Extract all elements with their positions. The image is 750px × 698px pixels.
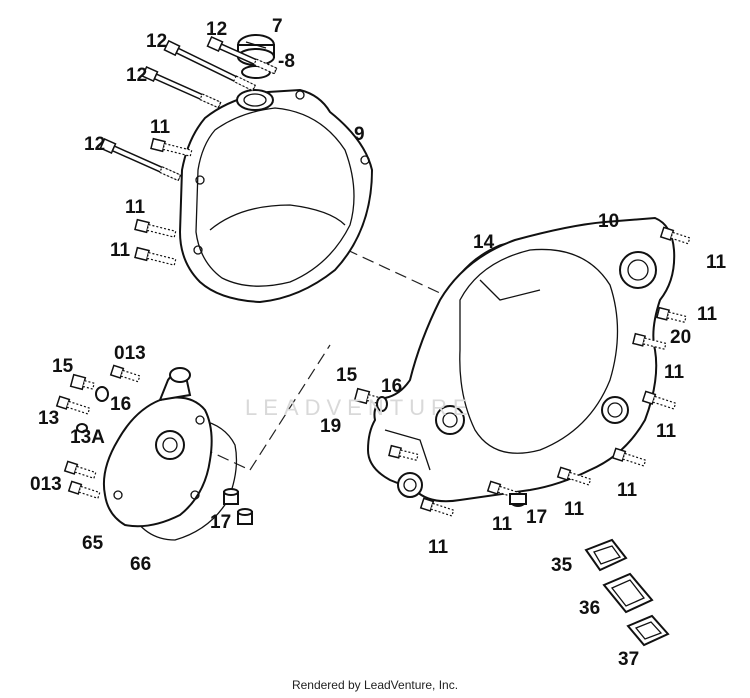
part-label: 36 — [579, 598, 600, 619]
part-label: 11 — [697, 304, 718, 325]
part-label: 15 — [52, 356, 74, 377]
bolts-12 — [99, 36, 278, 182]
part-label: 13A — [70, 427, 105, 448]
part-label: 11 — [656, 421, 677, 442]
part-label: 11 — [664, 362, 685, 383]
part-label: 11 — [617, 480, 638, 501]
part-label: 12 — [84, 134, 105, 155]
part-label: 17 — [526, 507, 547, 528]
part-label: 11 — [110, 240, 131, 261]
part-label: 12 — [206, 19, 227, 40]
part-label: 11 — [564, 499, 585, 520]
watermark: LEADVENTURE — [245, 395, 474, 420]
part-label: 10 — [598, 211, 619, 232]
left-small-parts — [55, 364, 141, 500]
part-label: 16 — [110, 394, 131, 415]
part-label: 66 — [130, 554, 151, 575]
part-label: 14 — [473, 232, 495, 253]
part-label: 12 — [126, 65, 147, 86]
part-label: 013 — [114, 343, 146, 364]
part-label: 11 — [150, 117, 171, 138]
part-label: 11 — [428, 537, 449, 558]
part-number-labels: 12 7 12 -8 12 9 11 12 11 11 10 14 11 11 20 013 15 15 16 11 1… — [30, 16, 727, 670]
bolts-11-left — [134, 137, 193, 266]
part-label: 11 — [706, 252, 727, 273]
water-pump-cover — [102, 367, 238, 541]
part-label: 12 — [146, 31, 167, 52]
bolts-11-right — [388, 226, 691, 517]
part-label: 7 — [272, 16, 283, 37]
part-label: 11 — [492, 514, 513, 535]
part-label: 65 — [82, 533, 104, 554]
rubber-seals — [584, 538, 670, 647]
part-label: 16 — [381, 376, 402, 397]
part-label: 013 — [30, 474, 62, 495]
part-label: 15 — [336, 365, 358, 386]
part-label: 17 — [210, 512, 231, 533]
part-label: 19 — [320, 416, 341, 437]
part-label: 11 — [125, 197, 146, 218]
part-label: 35 — [551, 555, 573, 576]
clutch-cover — [178, 88, 374, 304]
footer-credit: Rendered by LeadVenture, Inc. — [291, 678, 459, 692]
part-label: -8 — [278, 51, 295, 72]
right-small-parts — [353, 387, 527, 507]
crankcase-cover — [366, 216, 676, 503]
part-label: 20 — [670, 327, 691, 348]
part-label: 13 — [38, 408, 59, 429]
dowel-sleeves — [223, 488, 253, 525]
part-label: 9 — [354, 124, 365, 145]
part-label: 37 — [618, 649, 639, 670]
